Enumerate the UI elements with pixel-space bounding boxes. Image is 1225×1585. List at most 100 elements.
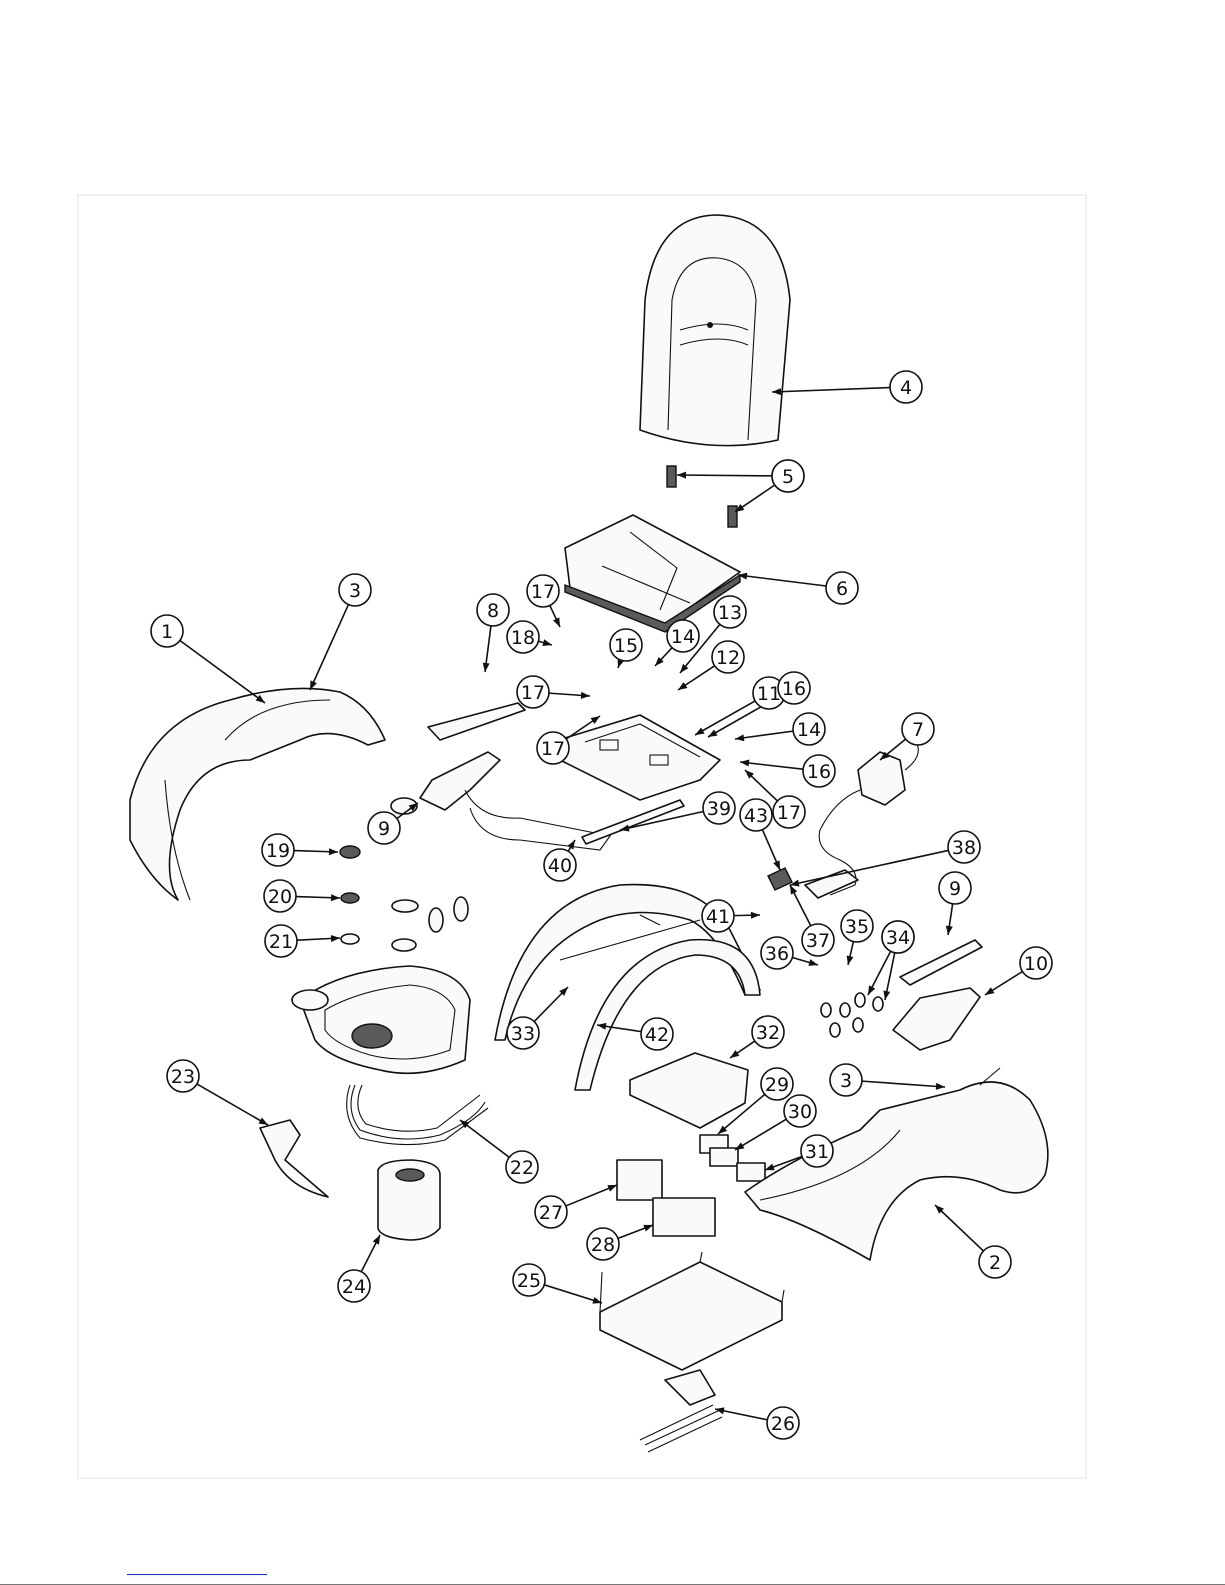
callout-label: 6 bbox=[836, 578, 848, 600]
callout-17: 17 bbox=[527, 575, 559, 607]
callout-label: 22 bbox=[510, 1157, 534, 1179]
callout-35: 35 bbox=[841, 910, 873, 942]
callout-12: 12 bbox=[712, 641, 744, 673]
relay-part-30 bbox=[710, 1148, 738, 1166]
callout-37: 37 bbox=[802, 924, 834, 956]
callout-22: 22 bbox=[506, 1151, 538, 1183]
callout-label: 1 bbox=[161, 621, 173, 643]
callout-3: 3 bbox=[830, 1064, 862, 1096]
callout-label: 16 bbox=[782, 678, 806, 700]
callout-label: 25 bbox=[517, 1270, 541, 1292]
callout-17: 17 bbox=[773, 796, 805, 828]
callout-23: 23 bbox=[167, 1060, 199, 1092]
callout-label: 9 bbox=[378, 818, 390, 840]
callout-9: 9 bbox=[939, 872, 971, 904]
footer-link-underline[interactable] bbox=[127, 1574, 267, 1575]
callout-17: 17 bbox=[537, 732, 569, 764]
callout-label: 17 bbox=[521, 682, 545, 704]
clip-part-a bbox=[667, 466, 676, 487]
callout-label: 2 bbox=[989, 1252, 1001, 1274]
callout-16: 16 bbox=[803, 755, 835, 787]
callout-40: 40 bbox=[544, 849, 576, 881]
callout-10: 10 bbox=[1020, 947, 1052, 979]
callout-41: 41 bbox=[702, 900, 734, 932]
callout-26: 26 bbox=[767, 1407, 799, 1439]
transformer-part bbox=[617, 1160, 662, 1200]
callout-label: 3 bbox=[349, 580, 361, 602]
callout-29: 29 bbox=[761, 1068, 793, 1100]
callout-31: 31 bbox=[801, 1135, 833, 1167]
callout-13: 13 bbox=[714, 596, 746, 628]
callout-label: 26 bbox=[771, 1413, 795, 1435]
callout-9: 9 bbox=[368, 812, 400, 844]
callout-label: 3 bbox=[840, 1070, 852, 1092]
callout-1: 1 bbox=[151, 615, 183, 647]
callout-label: 7 bbox=[912, 719, 924, 741]
callout-30: 30 bbox=[784, 1095, 816, 1127]
callout-label: 18 bbox=[511, 627, 535, 649]
callout-label: 20 bbox=[268, 886, 292, 908]
callout-34: 34 bbox=[882, 921, 914, 953]
callout-label: 34 bbox=[886, 927, 910, 949]
callout-3: 3 bbox=[339, 574, 371, 606]
callout-label: 29 bbox=[765, 1074, 789, 1096]
callout-25: 25 bbox=[513, 1264, 545, 1296]
clip-part-b bbox=[728, 506, 737, 527]
callout-24: 24 bbox=[338, 1270, 370, 1302]
callout-label: 10 bbox=[1024, 953, 1048, 975]
callout-label: 8 bbox=[487, 600, 499, 622]
callout-19: 19 bbox=[262, 834, 294, 866]
callout-label: 32 bbox=[756, 1022, 780, 1044]
callout-label: 40 bbox=[548, 855, 572, 877]
controller-part bbox=[653, 1198, 715, 1236]
callout-label: 43 bbox=[744, 805, 768, 827]
callout-label: 39 bbox=[707, 798, 731, 820]
callout-8: 8 bbox=[477, 594, 509, 626]
callout-label: 38 bbox=[952, 837, 976, 859]
callout-label: 9 bbox=[949, 878, 961, 900]
callout-label: 15 bbox=[614, 635, 638, 657]
callout-label: 17 bbox=[531, 581, 555, 603]
callout-15: 15 bbox=[610, 629, 642, 661]
callout-4: 4 bbox=[890, 371, 922, 403]
callout-43: 43 bbox=[740, 799, 772, 831]
backrest-part bbox=[640, 215, 790, 446]
leader-line-5 bbox=[677, 475, 772, 476]
callout-32: 32 bbox=[752, 1016, 784, 1048]
callout-42: 42 bbox=[641, 1018, 673, 1050]
callout-label: 13 bbox=[718, 602, 742, 624]
callout-17: 17 bbox=[517, 676, 549, 708]
callout-18: 18 bbox=[507, 621, 539, 653]
callout-label: 12 bbox=[716, 647, 740, 669]
callout-label: 36 bbox=[765, 943, 789, 965]
callout-label: 14 bbox=[797, 719, 821, 741]
callout-label: 24 bbox=[342, 1276, 366, 1298]
callout-label: 16 bbox=[807, 761, 831, 783]
callout-label: 23 bbox=[171, 1066, 195, 1088]
callout-label: 5 bbox=[782, 466, 794, 488]
relay-part-31 bbox=[737, 1163, 765, 1181]
callout-label: 21 bbox=[269, 931, 293, 953]
callout-20: 20 bbox=[264, 880, 296, 912]
callout-6: 6 bbox=[826, 572, 858, 604]
callout-label: 4 bbox=[900, 377, 912, 399]
callout-label: 17 bbox=[777, 802, 801, 824]
callout-label: 30 bbox=[788, 1101, 812, 1123]
callout-label: 35 bbox=[845, 916, 869, 938]
callout-39: 39 bbox=[703, 792, 735, 824]
callout-label: 17 bbox=[541, 738, 565, 760]
knob-part-20 bbox=[341, 893, 359, 903]
callout-2: 2 bbox=[979, 1246, 1011, 1278]
callout-38: 38 bbox=[948, 831, 980, 863]
callout-label: 33 bbox=[511, 1023, 535, 1045]
callout-14: 14 bbox=[667, 620, 699, 652]
callout-36: 36 bbox=[761, 937, 793, 969]
knob-part-19 bbox=[340, 846, 360, 858]
callout-label: 37 bbox=[806, 930, 830, 952]
callout-7: 7 bbox=[902, 713, 934, 745]
callout-label: 31 bbox=[805, 1141, 829, 1163]
callout-16: 16 bbox=[778, 672, 810, 704]
callout-label: 19 bbox=[266, 840, 290, 862]
callout-27: 27 bbox=[535, 1196, 567, 1228]
